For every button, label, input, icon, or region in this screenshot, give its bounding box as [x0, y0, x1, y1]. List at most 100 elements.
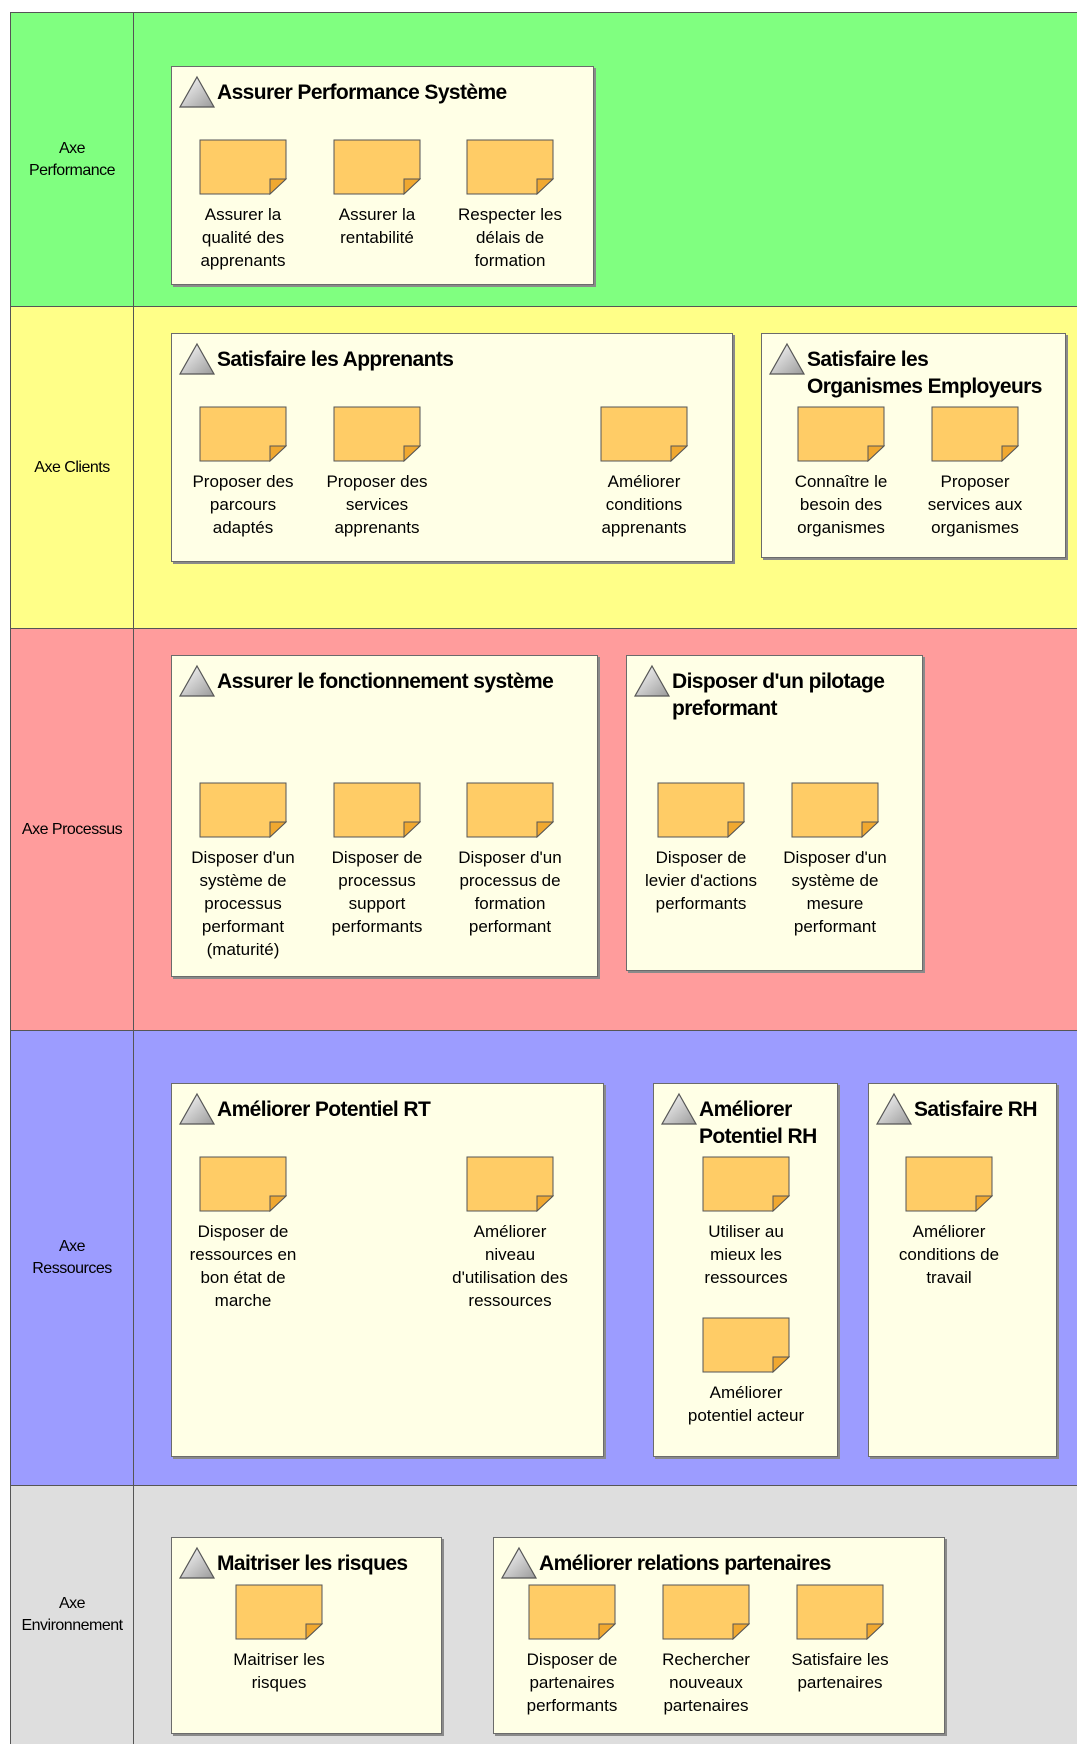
note-icon: [333, 782, 421, 838]
triangle-icon: [633, 664, 671, 697]
note-icon: [528, 1584, 616, 1640]
note-icon: [662, 1584, 750, 1640]
goal-label: Connaître le besoin des organismes: [794, 472, 888, 537]
objective-group[interactable]: Assurer Performance Système Assurer la q…: [171, 66, 594, 285]
goal-item[interactable]: Respecter les délais de formation: [435, 139, 585, 272]
goal-item[interactable]: Disposer d'un système de mesure performa…: [760, 782, 910, 938]
goal-label: Disposer de processus support performant…: [331, 848, 423, 936]
goal-label: Proposer services aux organismes: [927, 472, 1023, 537]
lane-label: Axe Environnement: [10, 1486, 134, 1744]
goal-item[interactable]: Rechercher nouveaux partenaires: [631, 1584, 781, 1717]
goal-label: Disposer d'un système de mesure performa…: [783, 848, 887, 936]
triangle-icon: [178, 75, 216, 108]
triangle-icon: [660, 1092, 698, 1125]
group-title: Satisfaire les Apprenants: [217, 348, 454, 371]
goal-label: Respecter les délais de formation: [458, 205, 562, 270]
lane-label: Axe Processus: [10, 629, 134, 1030]
group-title: Maitriser les risques: [217, 1552, 408, 1575]
group-title: Satisfaire RH: [914, 1098, 1038, 1121]
objective-group[interactable]: Disposer d'un pilotage preformant Dispos…: [626, 655, 923, 971]
note-icon: [235, 1584, 323, 1640]
goal-item[interactable]: Disposer de levier d'actions performants: [626, 782, 776, 915]
objective-group[interactable]: Assurer le fonctionnement système Dispos…: [171, 655, 598, 977]
goal-label: Disposer de partenaires performants: [526, 1650, 618, 1715]
goal-label: Améliorer potentiel acteur: [687, 1383, 805, 1425]
goal-item[interactable]: Disposer d'un processus de formation per…: [435, 782, 585, 938]
group-title: Améliorer relations partenaires: [539, 1552, 831, 1575]
goal-item[interactable]: Améliorer conditions apprenants: [569, 406, 719, 539]
group-title: Améliorer Potentiel RH: [699, 1098, 817, 1148]
lane-label: Axe Performance: [10, 13, 134, 306]
note-icon: [797, 406, 885, 462]
note-icon: [702, 1317, 790, 1373]
goal-label: Disposer de levier d'actions performants: [645, 848, 757, 913]
objective-group[interactable]: Maitriser les risques Maitriser les risq…: [171, 1537, 442, 1734]
note-icon: [931, 406, 1019, 462]
objective-group[interactable]: Améliorer relations partenaires Disposer…: [493, 1537, 945, 1734]
goal-label: Proposer des services apprenants: [326, 472, 428, 537]
goal-item[interactable]: Maitriser les risques: [204, 1584, 354, 1694]
goal-item[interactable]: Améliorer niveau d'utilisation des resso…: [435, 1156, 585, 1312]
group-title: Assurer le fonctionnement système: [217, 670, 554, 693]
note-icon: [466, 139, 554, 195]
group-title: Satisfaire les Organismes Employeurs: [807, 348, 1042, 398]
note-icon: [657, 782, 745, 838]
objective-group[interactable]: Améliorer Potentiel RT Disposer de resso…: [171, 1083, 604, 1457]
goal-item[interactable]: Améliorer conditions de travail: [874, 1156, 1024, 1289]
goal-item[interactable]: Disposer de ressources en bon état de ma…: [168, 1156, 318, 1312]
triangle-icon: [178, 1546, 216, 1579]
goal-label: Maitriser les risques: [233, 1650, 325, 1692]
goal-label: Disposer d'un système de processus perfo…: [191, 848, 295, 959]
note-icon: [466, 782, 554, 838]
goal-item[interactable]: Améliorer potentiel acteur: [671, 1317, 821, 1427]
goal-item[interactable]: Proposer des parcours adaptés: [168, 406, 318, 539]
goal-label: Proposer des parcours adaptés: [192, 472, 294, 537]
triangle-icon: [500, 1546, 538, 1579]
lane-label: Axe Clients: [10, 307, 134, 628]
goal-label: Assurer la qualité des apprenants: [200, 205, 286, 270]
note-icon: [466, 1156, 554, 1212]
goal-item[interactable]: Disposer de partenaires performants: [497, 1584, 647, 1717]
triangle-icon: [178, 664, 216, 697]
goal-label: Améliorer niveau d'utilisation des resso…: [452, 1222, 568, 1310]
triangle-icon: [178, 1092, 216, 1125]
note-icon: [333, 406, 421, 462]
note-icon: [791, 782, 879, 838]
goal-label: Satisfaire les partenaires: [791, 1650, 889, 1692]
group-title: Assurer Performance Système: [217, 81, 507, 104]
note-icon: [796, 1584, 884, 1640]
goal-item[interactable]: Assurer la qualité des apprenants: [168, 139, 318, 272]
note-icon: [905, 1156, 993, 1212]
note-icon: [199, 406, 287, 462]
goal-item[interactable]: Utiliser au mieux les ressources: [671, 1156, 821, 1289]
note-icon: [199, 139, 287, 195]
goal-label: Améliorer conditions apprenants: [601, 472, 687, 537]
goal-item[interactable]: Assurer la rentabilité: [302, 139, 452, 249]
note-icon: [333, 139, 421, 195]
goal-item[interactable]: Disposer de processus support performant…: [302, 782, 452, 938]
goal-label: Utiliser au mieux les ressources: [704, 1222, 788, 1287]
note-icon: [199, 782, 287, 838]
triangle-icon: [875, 1092, 913, 1125]
triangle-icon: [768, 342, 806, 375]
lane-label: Axe Ressources: [10, 1031, 134, 1485]
goal-item[interactable]: Satisfaire les partenaires: [765, 1584, 915, 1694]
goal-item[interactable]: Proposer services aux organismes: [900, 406, 1050, 539]
note-icon: [702, 1156, 790, 1212]
objective-group[interactable]: Satisfaire RH Améliorer conditions de tr…: [868, 1083, 1057, 1457]
objective-group[interactable]: Satisfaire les Apprenants Proposer des p…: [171, 333, 733, 562]
goal-item[interactable]: Disposer d'un système de processus perfo…: [168, 782, 318, 961]
goal-label: Assurer la rentabilité: [338, 205, 416, 247]
objective-group[interactable]: Satisfaire les Organismes Employeurs Con…: [761, 333, 1066, 558]
note-icon: [600, 406, 688, 462]
goal-item[interactable]: Proposer des services apprenants: [302, 406, 452, 539]
goal-item[interactable]: Connaître le besoin des organismes: [766, 406, 916, 539]
note-icon: [199, 1156, 287, 1212]
goal-label: Disposer de ressources en bon état de ma…: [189, 1222, 297, 1310]
goal-label: Disposer d'un processus de formation per…: [458, 848, 562, 936]
goal-label: Rechercher nouveaux partenaires: [662, 1650, 750, 1715]
goal-label: Améliorer conditions de travail: [898, 1222, 1000, 1287]
objective-group[interactable]: Améliorer Potentiel RH Utiliser au mieux…: [653, 1083, 838, 1457]
triangle-icon: [178, 342, 216, 375]
group-title: Améliorer Potentiel RT: [217, 1098, 431, 1121]
